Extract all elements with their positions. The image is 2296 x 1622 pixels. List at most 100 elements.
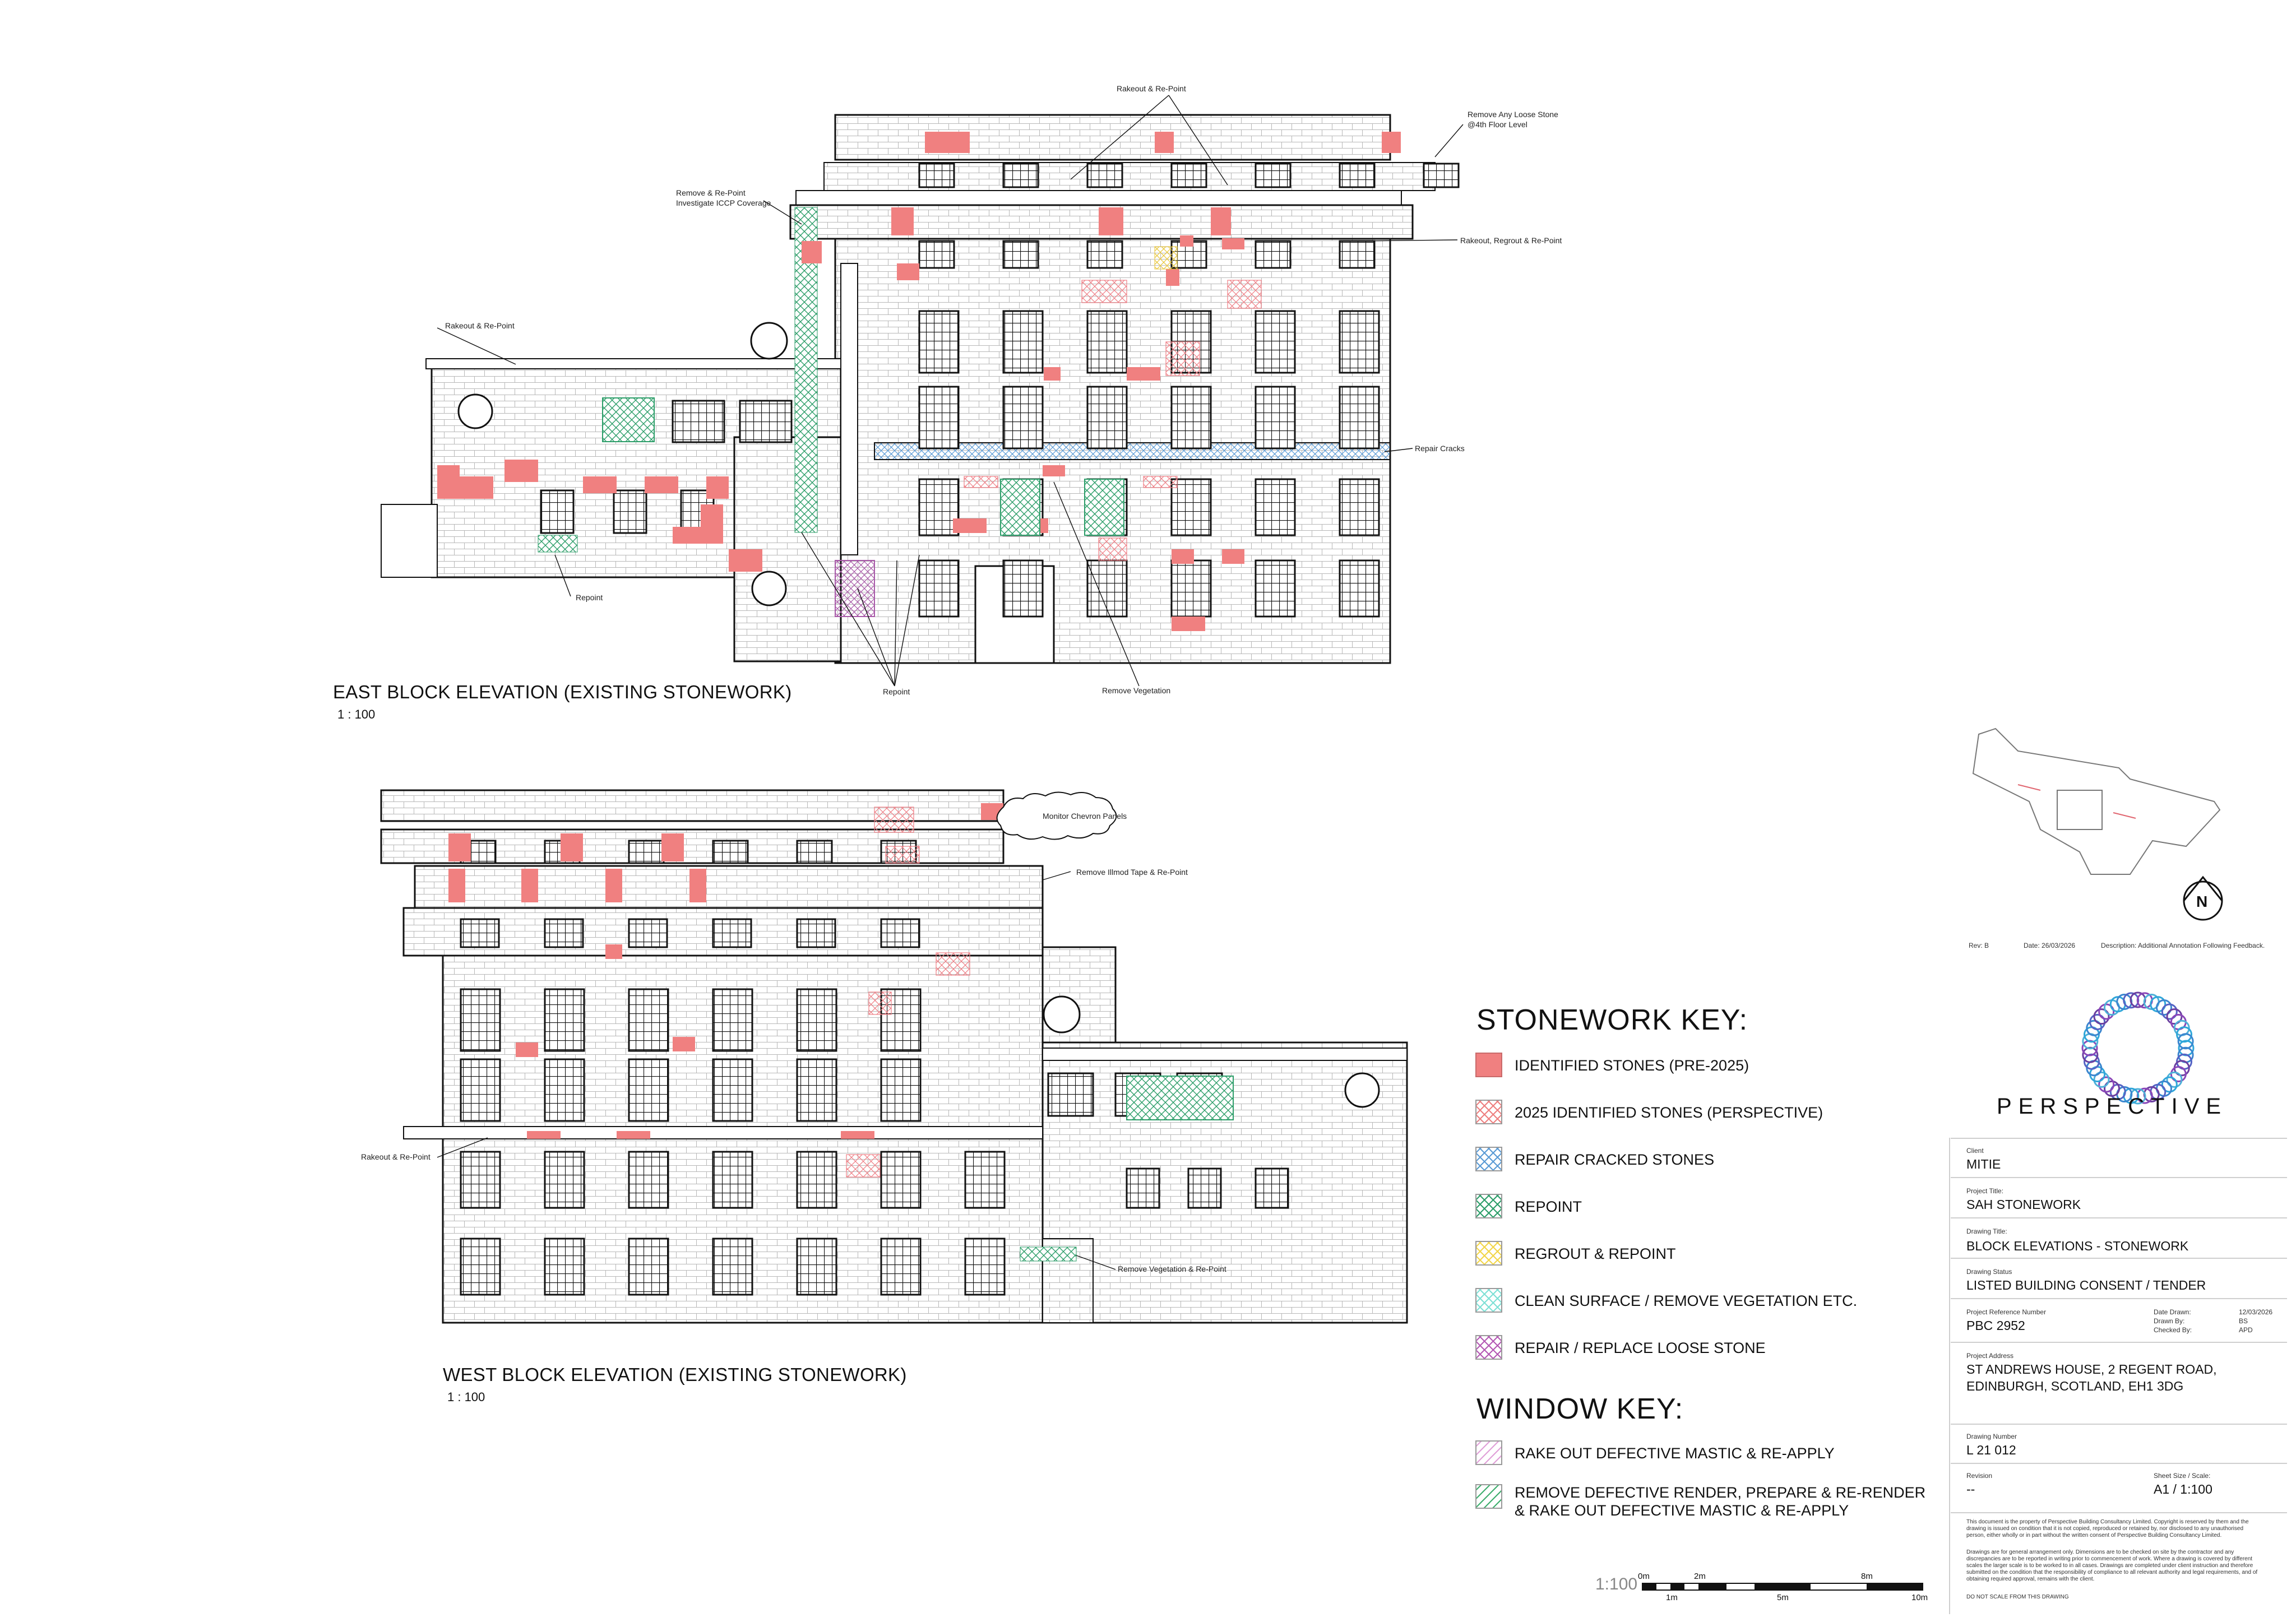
key-label: CLEAN SURFACE / REMOVE VEGETATION ETC. [1515,1292,1858,1309]
window [540,489,575,534]
window [1339,163,1376,188]
tb-sheet-size: A1 / 1:100 [2154,1482,2212,1496]
scale-label-2m: 2m [1694,1572,1706,1581]
scale-label-5m: 5m [1777,1593,1789,1602]
stonework-key-item: REPOINT [1475,1189,1946,1223]
window [1187,1167,1222,1209]
tb-address-line2: EDINBURGH, SCOTLAND, EH1 3DG [1966,1379,2184,1393]
east-elevation-scale: 1 : 100 [337,707,376,721]
window-key-label-render-2: & RAKE OUT DEFECTIVE MASTIC & RE-APPLY [1515,1502,1849,1519]
identified-stone [617,1131,650,1139]
window-key-title: WINDOW KEY: [1476,1393,1684,1425]
revision-date: Date: 26/03/2026 [2024,942,2076,949]
identified-stone [448,869,465,902]
identified-stone [521,869,538,902]
identified-stone-2025 [1098,537,1127,561]
west-elevation-title: WEST BLOCK ELEVATION (EXISTING STONEWORK… [443,1364,907,1385]
tb-divider [1951,1342,2287,1343]
annotation-remove-vegetation-repoint: Remove Vegetation & Re-Point [1118,1264,1226,1273]
annotation-repair-cracks: Repair Cracks [1415,444,1465,453]
tb-divider [1951,1424,2287,1425]
window-key-label-mastic: RAKE OUT DEFECTIVE MASTIC & RE-APPLY [1515,1445,1835,1462]
window [918,559,960,618]
identified-stone [504,460,538,482]
annotation-rakeout-regrout: Rakeout, Regrout & Re-Point [1460,236,1562,245]
west-identified-stones [448,803,1003,1178]
tb-divider [1951,1138,2287,1139]
window [460,1058,501,1122]
window [880,988,922,1052]
east-identified-stones [437,132,1401,631]
identified-stone [448,833,471,861]
window [1086,386,1128,449]
window [796,840,833,864]
identified-stone [561,833,583,861]
window [544,1058,585,1122]
tb-drawn-by: BS [2239,1317,2248,1325]
tb-drawing-title: BLOCK ELEVATIONS - STONEWORK [1966,1239,2189,1253]
revision-rev: Rev: B [1969,942,1989,949]
window-key-label-render-1: REMOVE DEFECTIVE RENDER, PREPARE & RE-RE… [1515,1484,1926,1501]
window [1255,478,1296,536]
window [1255,386,1296,449]
window [796,988,837,1052]
identified-stone [645,476,678,493]
window [712,1238,753,1296]
annotation-remove-vegetation: Remove Vegetation [1102,686,1171,695]
window [613,489,647,534]
identified-stone [673,1037,695,1051]
annotation-remove-loose-1: Remove Any Loose Stone [1468,110,1558,119]
annotation-rakeout-repoint-left: Rakeout & Re-Point [445,321,515,330]
key-label: 2025 IDENTIFIED STONES (PERSPECTIVE) [1515,1104,1823,1121]
key-swatch [1475,1100,1502,1124]
window [796,918,836,948]
tb-drawing-title-label: Drawing Title: [1966,1227,2007,1235]
identified-stone-2025 [868,991,892,1015]
key-label: REPAIR / REPLACE LOOSE STONE [1515,1340,1766,1356]
identified-stone [1382,132,1401,153]
window [1255,559,1296,618]
annotation-repoint-bottom: Repoint [883,687,910,696]
identified-stone [953,518,987,533]
window [628,1151,669,1209]
window [918,478,960,536]
window [1126,1167,1160,1209]
tb-address-line1: ST ANDREWS HOUSE, 2 REGENT ROAD, [1966,1362,2217,1377]
annotation-remove-loose-2: @4th Floor Level [1468,120,1527,129]
annotation-repoint-left: Repoint [576,593,603,602]
identified-stone [1222,549,1244,564]
swatch-diagonal-pink [1475,1440,1502,1465]
window [918,310,960,374]
window [544,1151,585,1209]
identified-stone [1044,367,1061,381]
key-label: REGROUT & REPOINT [1515,1245,1676,1262]
stonework-key-item: REPAIR CRACKED STONES [1475,1142,1946,1176]
window-key-item-mastic: RAKE OUT DEFECTIVE MASTIC & RE-APPLY [1475,1436,1946,1470]
identified-stone-2025 [1165,341,1200,376]
west-elevation-scale: 1 : 100 [447,1390,485,1404]
east-elevation-title: EAST BLOCK ELEVATION (EXISTING STONEWORK… [333,682,792,702]
annotation-remove-illmod: Remove Illmod Tape & Re-Point [1076,868,1188,877]
identified-stone [802,241,822,263]
window [964,1238,1006,1296]
tb-client: MITIE [1966,1157,2001,1171]
scale-label-1m: 1m [1666,1593,1678,1602]
window [712,840,749,864]
window [460,918,500,948]
identified-stone [1172,617,1205,631]
window [712,988,753,1052]
identified-stone [1155,132,1174,153]
window [628,918,668,948]
east-block-elevation [381,95,1464,687]
tb-drawing-status: LISTED BUILDING CONSENT / TENDER [1966,1278,2206,1292]
annotation-remove-repoint-1: Remove & Re-Point [676,188,746,197]
window [1086,310,1128,374]
identified-stone [1166,269,1179,286]
window [1255,240,1292,269]
key-swatch [1475,1053,1502,1077]
north-arrow-icon [2183,875,2223,921]
window [460,988,501,1052]
identified-stone [1211,207,1231,235]
window [460,1151,501,1209]
